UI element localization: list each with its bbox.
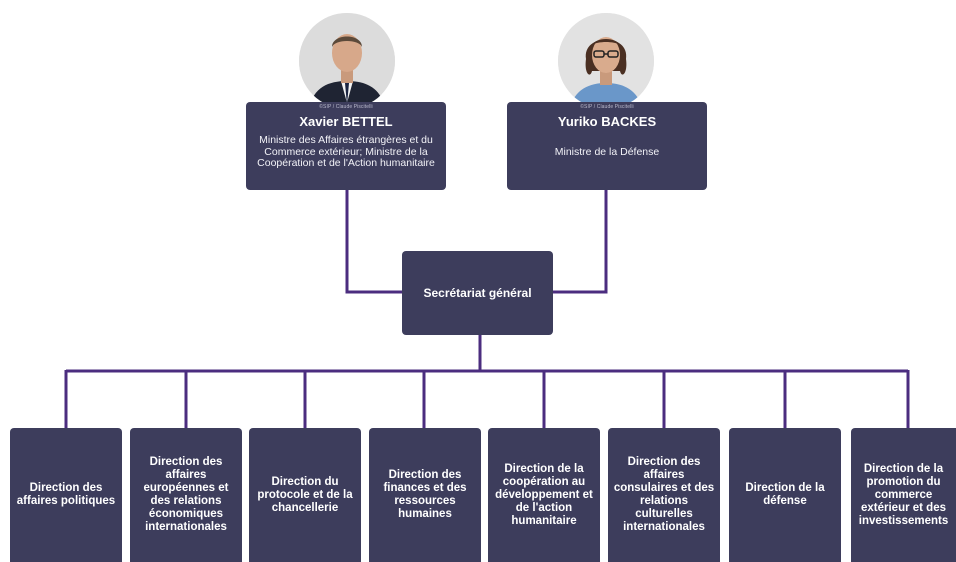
- photo-xavier-bettel: [299, 13, 395, 109]
- direction-box-7: Direction de la défense: [729, 428, 841, 562]
- photo-credit: ©SIP / Claude Piscitelli: [580, 104, 634, 110]
- direction-label: Direction de la coopération au développe…: [495, 462, 593, 527]
- connector-backes-to-sg: [553, 190, 608, 294]
- minister-box-bettel: ©SIP / Claude Piscitelli Xavier BETTEL M…: [246, 102, 446, 190]
- photo-credit: ©SIP / Claude Piscitelli: [319, 104, 373, 110]
- direction-label: Direction de la promotion du commerce ex…: [858, 462, 949, 527]
- secretariat-general-box: Secrétariat général: [402, 251, 553, 335]
- minister-role: Ministre des Affaires étrangères et du C…: [257, 134, 435, 169]
- direction-box-5: Direction de la coopération au développe…: [488, 428, 600, 562]
- direction-box-8: Direction de la promotion du commerce ex…: [851, 428, 956, 562]
- minister-name: Xavier BETTEL: [299, 114, 393, 129]
- minister-name: Yuriko BACKES: [557, 114, 657, 129]
- direction-label: Direction du protocole et de la chancell…: [257, 475, 353, 514]
- direction-box-4: Direction des finances et des ressources…: [369, 428, 481, 562]
- direction-box-3: Direction du protocole et de la chancell…: [249, 428, 361, 562]
- portrait-woman-icon: [558, 13, 654, 109]
- secretariat-label: Secrétariat général: [423, 286, 532, 300]
- direction-box-6: Direction des affaires consulaires et de…: [608, 428, 720, 562]
- direction-label: Direction des affaires politiques: [16, 482, 116, 507]
- minister-role: Ministre de la Défense: [554, 146, 660, 158]
- direction-label: Direction des affaires européennes et de…: [143, 456, 229, 533]
- connector-bettel-to-sg: [345, 190, 402, 294]
- minister-box-backes: ©SIP / Claude Piscitelli Yuriko BACKES M…: [507, 102, 707, 190]
- direction-box-2: Direction des affaires européennes et de…: [130, 428, 242, 562]
- direction-label: Direction de la défense: [745, 482, 825, 507]
- direction-box-1: Direction des affaires politiques: [10, 428, 122, 562]
- portrait-man-icon: [299, 13, 395, 109]
- photo-yuriko-backes: [558, 13, 654, 109]
- direction-label: Direction des affaires consulaires et de…: [613, 456, 715, 533]
- direction-label: Direction des finances et des ressources…: [383, 469, 467, 520]
